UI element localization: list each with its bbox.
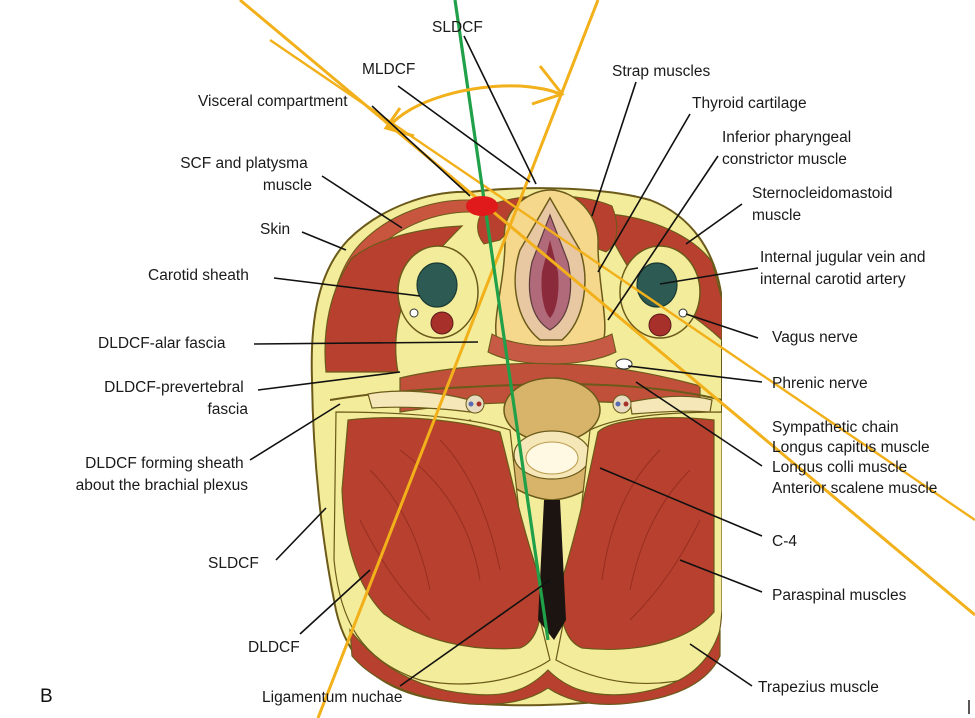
ijv-right-icon: [636, 262, 678, 308]
airway-lumen: [541, 240, 559, 318]
ligamentum-nuchae: [538, 500, 566, 640]
label-thyroid-cartilage: Thyroid cartilage: [692, 95, 807, 112]
vagus-left-icon: [409, 308, 419, 318]
paraspinal-left: [341, 417, 542, 650]
label-ijv-carotid: Internal jugular vein and internal carot…: [760, 249, 930, 288]
label-strap-muscles: Strap muscles: [612, 63, 710, 80]
label-sldcf-bottom: SLDCF: [208, 555, 259, 572]
vertebral-artery-right-icon: [612, 394, 632, 414]
label-phrenic-nerve: Phrenic nerve: [772, 375, 868, 392]
label-ligamentum-nuchae: Ligamentum nuchae: [262, 689, 402, 706]
green-line: [453, 0, 550, 641]
vagus-right-icon: [678, 308, 688, 318]
vertebral-artery-left-icon: [465, 394, 485, 414]
label-sldcf-top: SLDCF: [432, 19, 483, 36]
leader-lines: [249, 35, 763, 687]
muscle-fascicle-lines: [359, 439, 701, 621]
spinal-cord: [525, 441, 579, 475]
rotation-arrowhead-right: [531, 65, 565, 106]
label-carotid-sheath: Carotid sheath: [148, 267, 249, 284]
label-alar-fascia: DLDCF-alar fascia: [98, 335, 226, 352]
ijv-left-icon: [416, 262, 458, 308]
label-skin: Skin: [260, 221, 290, 238]
rotation-arrow: [386, 84, 564, 129]
panel-letter: B: [40, 686, 53, 707]
orange-line-2: [316, 0, 600, 718]
label-prevertebral-fascia: DLDCF-prevertebral fascia: [104, 379, 248, 418]
phrenic-nerve-icon: [615, 358, 633, 370]
pharyngeal-constrictor: [487, 333, 617, 365]
carotid-right-icon: [648, 313, 672, 337]
labels: SLDCF MLDCF Visceral compartment SCF and…: [40, 19, 970, 714]
label-visceral-compartment: Visceral compartment: [198, 93, 348, 110]
carotid-left-icon: [430, 311, 454, 335]
trapezius: [349, 628, 721, 705]
label-trapezius-muscle: Trapezius muscle: [758, 679, 879, 696]
crop-edge: [722, 280, 728, 700]
label-mldcf: MLDCF: [362, 61, 415, 78]
label-vagus-nerve: Vagus nerve: [772, 329, 858, 346]
label-sympathetic-group: Sympathetic chain Longus capitus muscle …: [772, 419, 937, 497]
rotation-arrowhead-left: [383, 107, 415, 138]
red-marker: [466, 196, 498, 216]
label-paraspinal-muscles: Paraspinal muscles: [772, 587, 907, 604]
label-pharyngeal-constrictor: Inferior pharyngeal constrictor muscle: [722, 129, 856, 168]
label-c4: C-4: [772, 533, 797, 550]
label-scf-platysma: SCF and platysma muscle: [180, 155, 312, 194]
label-sternocleidomastoid: Sternocleidomastoid muscle: [752, 185, 897, 224]
label-brachial-sheath: DLDCF forming sheath about the brachial …: [76, 455, 249, 494]
label-dldcf: DLDCF: [248, 639, 300, 656]
